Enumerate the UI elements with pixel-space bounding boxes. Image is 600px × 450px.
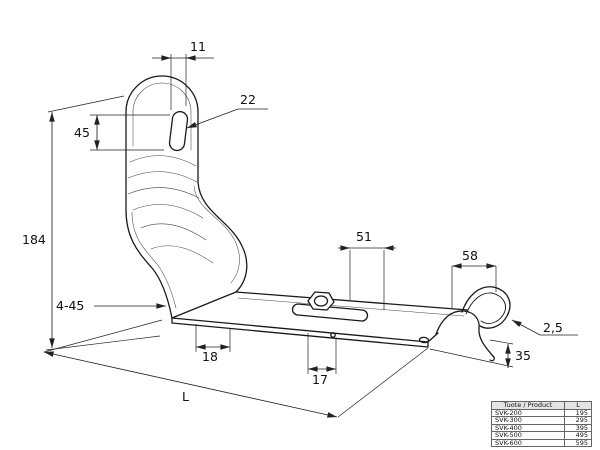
length-cell: 495 <box>564 431 592 440</box>
dimension-lines: 11 22 45 184 4-45 18 <box>22 39 578 418</box>
table-header-row: Tuote / Product L <box>491 401 592 410</box>
plate-thickness <box>171 317 429 348</box>
length-cell: 595 <box>564 438 592 447</box>
bracket-contour-lines <box>127 82 465 317</box>
dim-label-11: 11 <box>190 39 206 54</box>
plate-far-edge <box>235 291 469 311</box>
dim-label-22: 22 <box>240 92 256 107</box>
reference-point <box>330 332 336 338</box>
plate-details <box>291 291 430 344</box>
dim-label-184: 184 <box>22 232 46 247</box>
product-cell: SVK-600 <box>491 438 565 447</box>
hex-nut <box>307 291 335 311</box>
plate-slot <box>291 303 369 322</box>
plate-near-edge <box>171 317 429 343</box>
table-header-length: L <box>564 401 592 410</box>
product-spec-table: Tuote / Product L SVK-200 195 SVK-300 29… <box>491 401 592 447</box>
nut-bore <box>313 295 329 307</box>
product-cell: SVK-300 <box>491 416 565 425</box>
length-cell: 295 <box>564 416 592 425</box>
dim-label-58: 58 <box>462 248 478 263</box>
product-cell: SVK-500 <box>491 431 565 440</box>
dim-label-51: 51 <box>356 229 372 244</box>
dim-label-45: 45 <box>74 125 90 140</box>
keyhole-slot <box>168 111 189 152</box>
table-header-product: Tuote / Product <box>491 401 565 410</box>
table-row: SVK-500 495 <box>491 431 592 440</box>
dim-label-4-45: 4-45 <box>56 298 84 313</box>
dim-label-35: 35 <box>515 348 531 363</box>
hook-profile <box>435 286 511 362</box>
table-row: SVK-600 595 <box>491 438 592 447</box>
table-row: SVK-300 295 <box>491 416 592 425</box>
dim-label-L: L <box>182 389 189 404</box>
mounting-hole <box>418 336 430 344</box>
vertical-arm <box>125 75 248 319</box>
dim-label-2-5: 2,5 <box>543 320 563 335</box>
dim-label-18: 18 <box>202 349 218 364</box>
dim-label-17: 17 <box>312 372 328 387</box>
